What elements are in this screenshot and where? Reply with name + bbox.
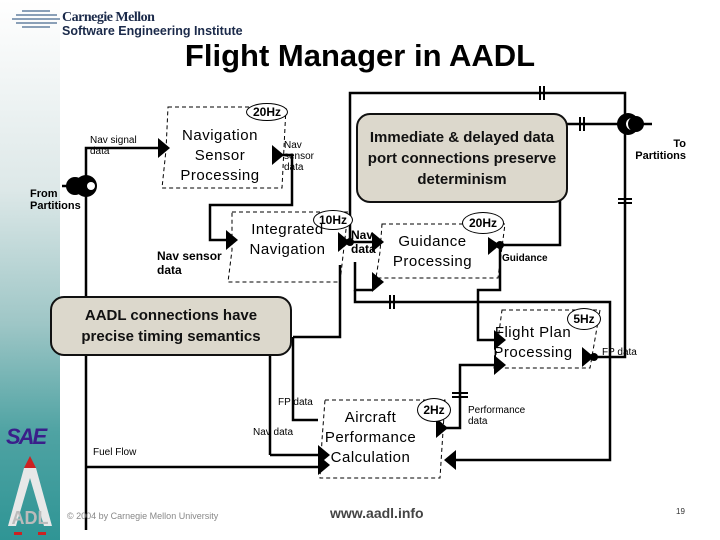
guidance-label: Guidance bbox=[502, 253, 548, 264]
fp-in-arrow bbox=[494, 330, 506, 350]
label-line: Flight Plan bbox=[494, 324, 572, 341]
integrated-in-arrow bbox=[226, 230, 238, 250]
nav-sensor-data-out-label: Nav sensor data bbox=[284, 140, 315, 173]
nav-data-in-label: Nav data bbox=[253, 427, 294, 438]
org-name: Carnegie Mellon bbox=[62, 10, 155, 25]
label-line: Integrated bbox=[251, 221, 324, 238]
fp-perf-in-arrow bbox=[494, 355, 506, 375]
guidance-out-arrow bbox=[488, 237, 500, 255]
flight-plan-label: Flight Plan Processing bbox=[488, 323, 578, 363]
nav-sensor-data-in-label: Nav sensor data bbox=[157, 249, 222, 277]
page-number: 19 bbox=[676, 507, 685, 516]
from-partitions-port-icon bbox=[66, 175, 97, 197]
label-line: Processing bbox=[493, 344, 573, 361]
delay-marks bbox=[389, 86, 632, 398]
label-line: Aircraft bbox=[344, 409, 397, 426]
conn-nav-to-guidance-low bbox=[353, 262, 372, 292]
label-line: Performance bbox=[324, 429, 417, 446]
perf-out-arrow bbox=[436, 418, 448, 438]
conn-fp-out bbox=[594, 210, 627, 359]
guidance-junction bbox=[496, 241, 504, 249]
perf-loop-in-arrow bbox=[444, 450, 456, 470]
conn-fp-to-perf bbox=[293, 265, 342, 339]
label-line: Guidance bbox=[398, 233, 467, 250]
website-link[interactable]: www.aadl.info bbox=[330, 505, 424, 521]
guidance-nav-in-arrow bbox=[372, 232, 384, 252]
copyright: © 2004 by Carnegie Mellon University bbox=[67, 511, 219, 521]
guidance-rate: 20Hz bbox=[462, 212, 504, 234]
performance-data-label: Performance data bbox=[468, 405, 526, 427]
slide-title: Flight Manager in AADL bbox=[184, 38, 536, 73]
nav-data-label: Nav data bbox=[351, 228, 376, 256]
conn-guidance-to-fp bbox=[476, 245, 502, 342]
to-partitions-label: To Partitions bbox=[635, 138, 686, 162]
label-line: Sensor bbox=[194, 147, 246, 164]
guidance-low-in-arrow bbox=[372, 272, 384, 292]
adl-logo-text: ADL bbox=[12, 508, 49, 528]
adl-logo: ADL bbox=[8, 456, 52, 535]
integrated-nav-rate: 10Hz bbox=[313, 210, 353, 230]
from-partitions-label: From Partitions bbox=[30, 188, 81, 212]
label-line: Processing bbox=[180, 167, 260, 184]
integrated-nav-label: Integrated Navigation bbox=[240, 220, 335, 260]
conn-nav-sensor-to-integrated bbox=[208, 153, 294, 242]
conn-fp-loop bbox=[353, 290, 612, 360]
to-partitions-port-icon bbox=[617, 113, 644, 135]
aircraft-perf-rate: 2Hz bbox=[417, 398, 451, 422]
institute-name: Software Engineering Institute bbox=[62, 24, 243, 38]
aircraft-perf-label: Aircraft Performance Calculation bbox=[318, 408, 423, 468]
label-line: Processing bbox=[392, 253, 473, 270]
nav-signal-in-arrow bbox=[158, 138, 170, 158]
timing-note: AADL connections have precise timing sem… bbox=[50, 296, 292, 356]
label-line: Navigation bbox=[182, 127, 258, 144]
label-line: Navigation bbox=[249, 241, 326, 258]
fuel-flow-label: Fuel Flow bbox=[93, 447, 137, 458]
guidance-label: Guidance Processing bbox=[385, 232, 480, 272]
sae-logo: SAE bbox=[6, 424, 47, 449]
perf-fuel-in-arrow bbox=[318, 455, 330, 475]
conn-perf-loop bbox=[446, 360, 612, 462]
guidance-box bbox=[375, 223, 506, 279]
nav-sensor-out-arrow bbox=[272, 145, 284, 165]
flight-plan-box bbox=[493, 309, 601, 369]
flight-plan-rate: 5Hz bbox=[567, 308, 601, 330]
fp-data-out-label: FP data bbox=[602, 347, 637, 358]
cmu-logo-icon bbox=[12, 8, 60, 32]
conn-fp-data-in bbox=[291, 337, 318, 422]
port-arrows bbox=[158, 138, 598, 475]
sidebar-gradient bbox=[0, 0, 60, 540]
fp-data-junction bbox=[590, 353, 598, 361]
integrated-out-arrow bbox=[338, 232, 350, 252]
fp-out-arrow bbox=[582, 347, 594, 367]
nav-sensor-rate: 20Hz bbox=[246, 103, 288, 121]
conn-nav-signal bbox=[84, 146, 158, 186]
label-line: Calculation bbox=[330, 449, 411, 466]
nav-data-junction bbox=[346, 238, 354, 246]
determinism-note: Immediate & delayed data port connection… bbox=[356, 113, 568, 203]
nav-sensor-label: Navigation Sensor Processing bbox=[170, 126, 270, 186]
nav-signal-data-label: Nav signal data bbox=[90, 135, 137, 157]
conn-top-loop bbox=[348, 91, 627, 242]
fp-data-in-label: FP data bbox=[278, 397, 313, 408]
